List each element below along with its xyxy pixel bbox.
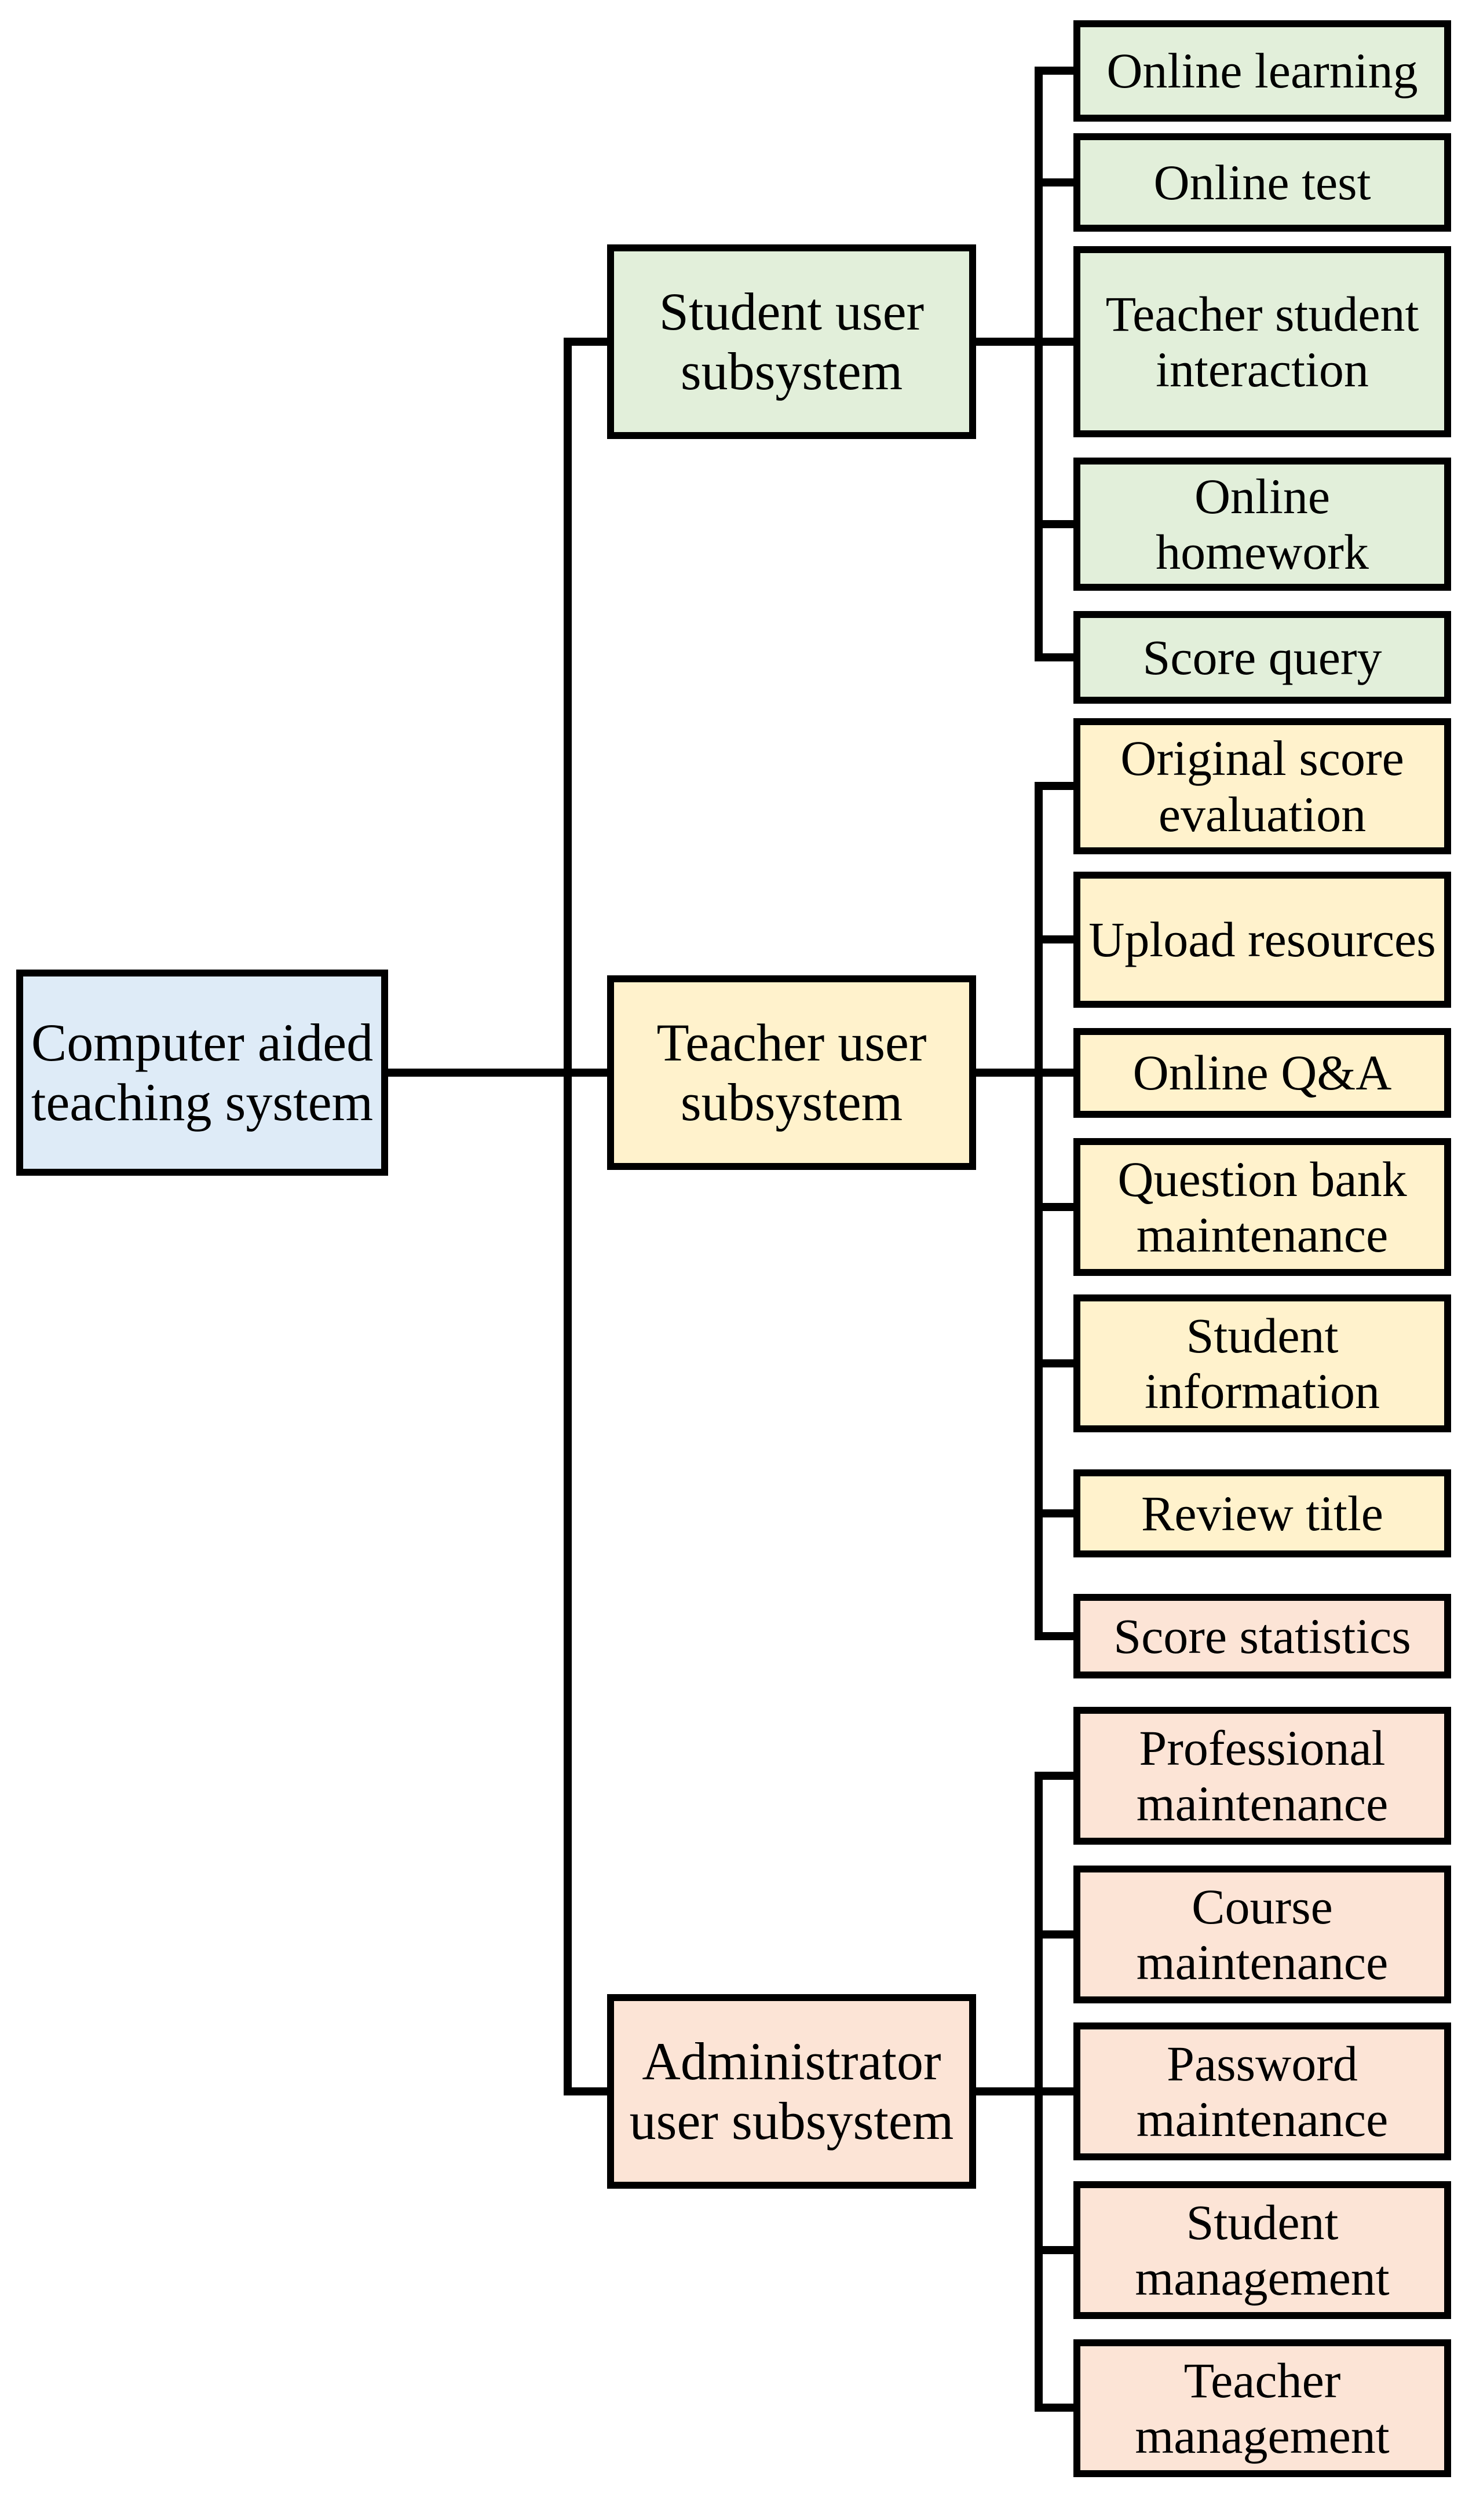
connector-student-branch <box>565 338 611 346</box>
leaf-student-management: Student management <box>1073 2181 1451 2319</box>
leaf-online-qa: Online Q&A <box>1073 1028 1451 1118</box>
connector-stub-student-management <box>1035 2246 1077 2254</box>
leaf-score-statistics: Score statistics <box>1073 1594 1451 1678</box>
leaf-original-score-evaluation: Original score evaluation <box>1073 718 1451 854</box>
connector-stub-teacher-management <box>1035 2404 1077 2412</box>
connector-root-teacher-branch <box>385 1069 611 1077</box>
connector-stub-online-learning <box>1035 67 1077 75</box>
connector-trunk-spine <box>564 338 572 2095</box>
leaf-teacher-student-interaction: Teacher student interaction <box>1073 246 1451 437</box>
leaf-password-maintenance: Password maintenance <box>1073 2022 1451 2160</box>
connector-stub-online-test <box>1035 178 1077 186</box>
leaf-online-homework: Online homework <box>1073 458 1451 591</box>
leaf-teacher-management: Teacher management <box>1073 2339 1451 2477</box>
connector-admin-branch <box>565 2087 611 2095</box>
node-administrator-subsystem: Administrator user subsystem <box>607 1994 976 2189</box>
connector-stub-original-score-evaluation <box>1035 782 1077 790</box>
leaf-online-test: Online test <box>1073 133 1451 232</box>
connector-student-leafspine <box>1035 67 1043 661</box>
node-student-subsystem: Student user subsystem <box>607 244 976 439</box>
leaf-question-bank-maintenance: Question bank maintenance <box>1073 1138 1451 1276</box>
connector-stub-score-statistics <box>1035 1632 1077 1640</box>
leaf-review-title: Review title <box>1073 1469 1451 1557</box>
connector-teacher-through <box>973 1069 1077 1077</box>
connector-stub-professional-maintenance <box>1035 1772 1077 1780</box>
leaf-student-information: Student information <box>1073 1294 1451 1432</box>
leaf-upload-resources: Upload resources <box>1073 872 1451 1008</box>
connector-stub-upload-resources <box>1035 935 1077 943</box>
connector-stub-student-information <box>1035 1359 1077 1367</box>
connector-student-through <box>973 338 1077 346</box>
leaf-online-learning: Online learning <box>1073 20 1451 122</box>
connector-stub-review-title <box>1035 1509 1077 1517</box>
connector-admin-through <box>973 2087 1077 2095</box>
connector-stub-online-homework <box>1035 520 1077 528</box>
connector-admin-leafspine <box>1035 1772 1043 2412</box>
leaf-score-query: Score query <box>1073 611 1451 704</box>
connector-teacher-leafspine <box>1035 782 1043 1640</box>
connector-stub-course-maintenance <box>1035 1930 1077 1939</box>
leaf-professional-maintenance: Professional maintenance <box>1073 1707 1451 1845</box>
connector-stub-score-query <box>1035 653 1077 661</box>
node-teacher-subsystem: Teacher user subsystem <box>607 975 976 1170</box>
node-root: Computer aided teaching system <box>16 970 388 1176</box>
connector-stub-question-bank-maintenance <box>1035 1203 1077 1211</box>
leaf-course-maintenance: Course maintenance <box>1073 1866 1451 2003</box>
